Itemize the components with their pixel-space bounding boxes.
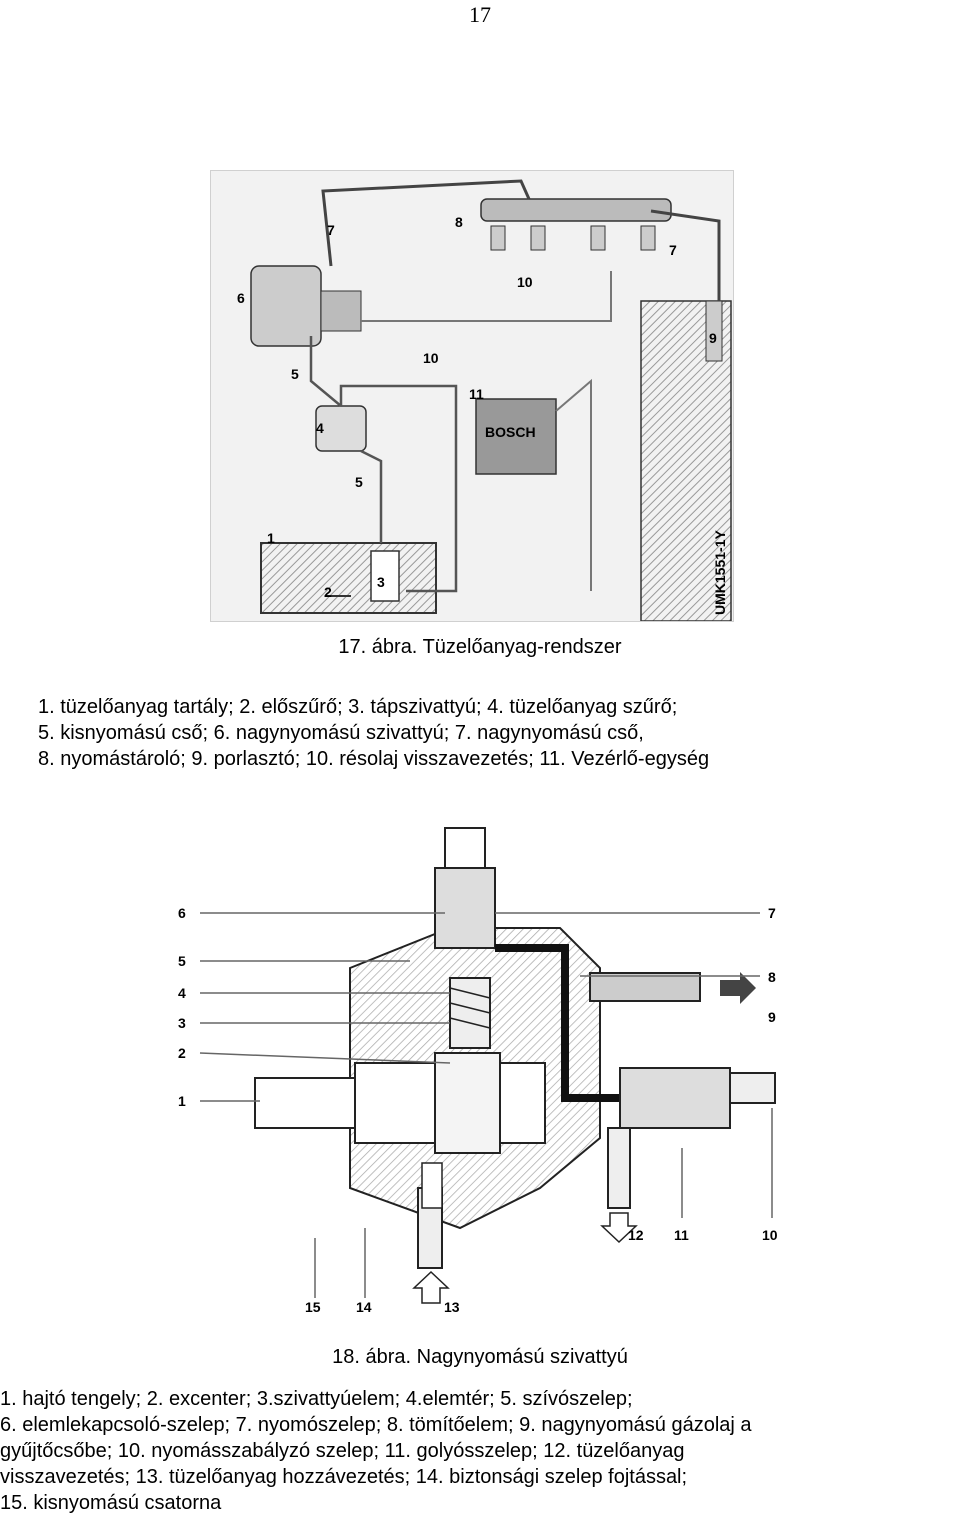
legend-line: visszavezetés; 13. tüzelőanyag hozzáveze… (0, 1466, 688, 1488)
callout-9: 9 (709, 330, 717, 346)
return-arrow (600, 1212, 638, 1244)
engine-block-shape (640, 300, 732, 621)
callout-4: 4 (316, 420, 324, 436)
legend-line: 15. kisnyomású csatorna (0, 1492, 222, 1514)
callout-11: 11 (469, 386, 484, 402)
hp-pump-diagram: 6 5 4 3 2 1 7 8 9 15 14 13 12 11 10 (178, 827, 778, 1315)
ecu-logo: BOSCH (485, 424, 536, 440)
callout-3: 3 (377, 574, 385, 590)
callout-9: 9 (768, 1009, 776, 1025)
callout-10b: 10 (423, 350, 439, 366)
fuel-system-diagram: BOSCH 1 2 3 4 5 5 6 7 7 8 9 10 10 11 UMK… (237, 179, 732, 621)
callout-4: 4 (178, 985, 186, 1001)
callout-2: 2 (324, 584, 332, 600)
callout-8: 8 (455, 214, 463, 230)
callout-6: 6 (178, 905, 186, 921)
ecu-shape (475, 398, 557, 475)
callout-5a: 5 (291, 366, 299, 382)
callout-14: 14 (356, 1299, 372, 1315)
callout-13: 13 (444, 1299, 460, 1315)
callout-7: 7 (768, 905, 776, 921)
legend-line: 1. tüzelőanyag tartály; 2. előszűrő; 3. … (38, 696, 678, 718)
figure18-caption: 18. ábra. Nagynyomású szivattyú (332, 1346, 628, 1368)
fuel-tank-shape (260, 542, 437, 614)
feed-pump-shape (370, 550, 400, 602)
outlet-arrow (720, 972, 756, 1004)
callout-15: 15 (305, 1299, 321, 1315)
figure18-legend: 1. hajtó tengely; 2. excenter; 3.szivatt… (0, 1386, 752, 1516)
callout-8: 8 (768, 969, 776, 985)
callout-7b: 7 (669, 242, 677, 258)
callout-1: 1 (267, 530, 275, 546)
drive-shaft-shape (254, 1077, 356, 1129)
callout-1: 1 (178, 1093, 186, 1109)
safety-valve-shape (421, 1162, 443, 1209)
legend-line: 5. kisnyomású cső; 6. nagynyomású szivat… (38, 722, 644, 744)
callout-6: 6 (237, 290, 245, 306)
callout-11: 11 (674, 1227, 689, 1243)
figure17-legend: 1. tüzelőanyag tartály; 2. előszűrő; 3. … (38, 694, 709, 772)
callout-10a: 10 (517, 274, 533, 290)
callout-2: 2 (178, 1045, 186, 1061)
hp-pump-shape (250, 265, 322, 347)
figure17-caption: 17. ábra. Tüzelőanyag-rendszer (338, 636, 622, 658)
pressure-regulator-shape (619, 1067, 731, 1129)
callout-10: 10 (762, 1227, 778, 1243)
callout-3: 3 (178, 1015, 186, 1031)
rail-shape (480, 198, 672, 222)
shutoff-valve-shape (434, 867, 496, 949)
eccentric-shape (434, 1052, 501, 1154)
pump-element-shape (449, 977, 491, 1049)
hp-pump-figure: 6 5 4 3 2 1 7 8 9 15 14 13 12 11 10 (160, 808, 804, 1326)
inlet-arrow (412, 1270, 450, 1304)
legend-line: 1. hajtó tengely; 2. excenter; 3.szivatt… (0, 1388, 633, 1410)
fuel-system-figure: BOSCH 1 2 3 4 5 5 6 7 7 8 9 10 10 11 UMK… (210, 170, 734, 622)
legend-line: gyűjtőcsőbe; 10. nyomásszabályzó szelep;… (0, 1440, 685, 1462)
legend-line: 6. elemlekapcsoló-szelep; 7. nyomószelep… (0, 1414, 752, 1436)
callout-5: 5 (178, 953, 186, 969)
page-number: 17 (469, 2, 491, 27)
callout-7a: 7 (327, 222, 335, 238)
figure-code: UMK1551-1Y (712, 530, 728, 615)
callout-12: 12 (628, 1227, 644, 1243)
callout-5b: 5 (355, 474, 363, 490)
legend-line: 8. nyomástároló; 9. porlasztó; 10. résol… (38, 748, 710, 770)
